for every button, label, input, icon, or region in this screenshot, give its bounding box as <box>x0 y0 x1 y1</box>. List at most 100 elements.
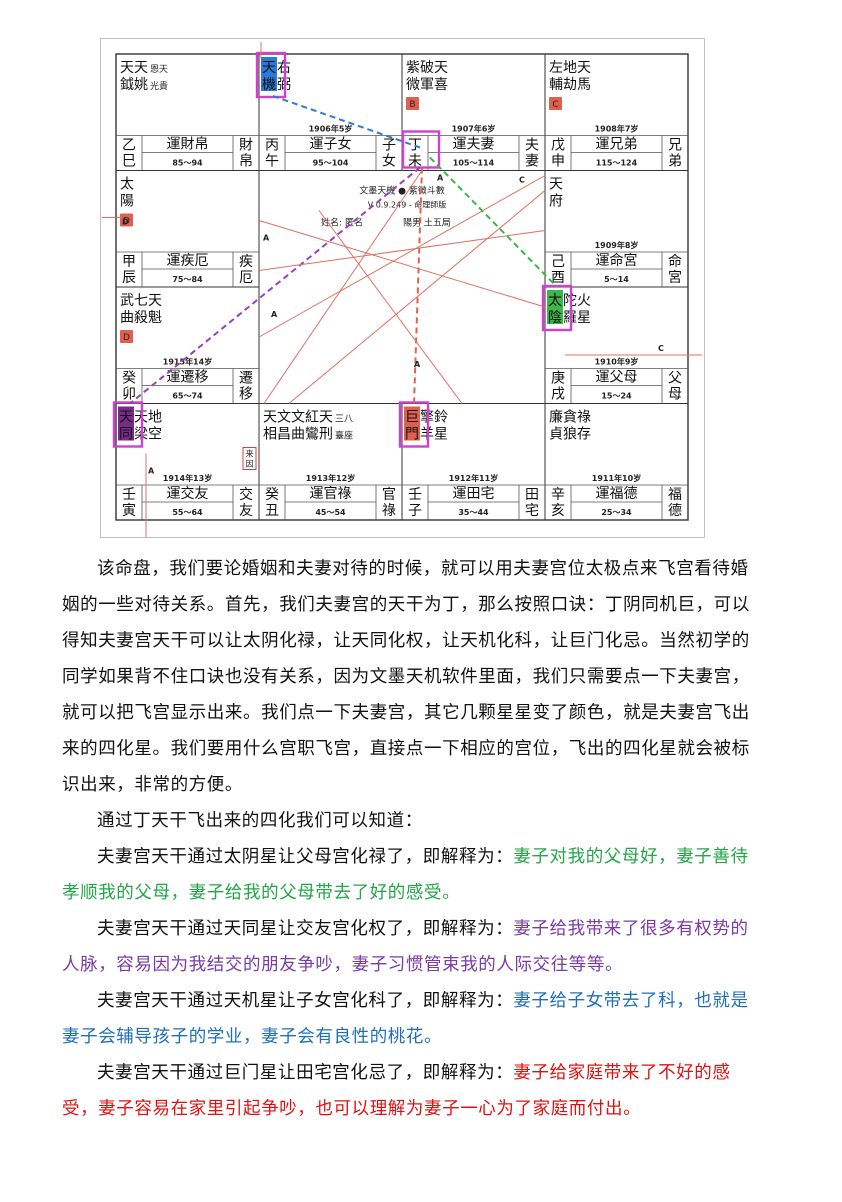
palace-age: 1907年6岁 <box>452 124 496 134</box>
palace-stem: 己 <box>551 254 565 270</box>
hualu-lead: 夫妻宫天干通过太阴星让父母宫化禄了，即解释为： <box>97 847 514 867</box>
center-software: 文墨天機 ● 紫微斗數 <box>359 185 445 197</box>
palace-branch: 卯 <box>122 387 136 403</box>
palace-name-top: 兄 <box>668 138 682 154</box>
palace-stars-top: 紫破天 <box>406 60 448 76</box>
palace-name-bottom: 德 <box>668 503 682 519</box>
palace-minor-bottom: 臺座 <box>335 430 353 442</box>
lai-yin-badge <box>242 447 257 470</box>
paragraph-huaji: 夫妻宫天干通过巨门星让田宅宫化忌了，即解释为：妻子给家庭带来了不好的感受，妻子容… <box>62 1055 762 1127</box>
palace-name-bottom: 妻 <box>525 154 539 170</box>
palace-yun: 運兄弟 <box>596 137 638 153</box>
palace-name-top: 疾 <box>239 254 253 270</box>
palace-branch: 申 <box>551 154 565 170</box>
arrow-letter: A <box>271 310 278 319</box>
paragraph-intro: 该命盘，我们要论婚姻和夫妻对待的时候，就可以用夫妻宫位太极点来飞宫看待婚姻的一些… <box>62 559 750 795</box>
palace-range: 35～44 <box>458 508 489 517</box>
palace-name-bottom: 宮 <box>668 270 682 286</box>
lai-yin-text: 因 <box>246 460 254 469</box>
palace-branch: 亥 <box>551 503 565 519</box>
taiyin-highlight-top: 太 <box>548 293 562 309</box>
self-hua-line <box>258 230 546 271</box>
sihua-badge-letter: D <box>123 333 130 343</box>
palace-name-top: 福 <box>668 487 682 503</box>
palace-stars-top: 天 <box>549 177 563 193</box>
paragraph-huake: 夫妻宫天干通过天机星让子女宫化科了，即解释为：妻子给子女带去了科，也就是妻子会辅… <box>62 983 762 1055</box>
palace-stem: 壬 <box>408 487 422 503</box>
paragraph-huaquan: 夫妻宫天干通过天同星让交友宫化权了，即解释为：妻子给我带来了很多有权势的人脉，容… <box>62 911 762 983</box>
palace-branch: 丑 <box>265 503 279 519</box>
arrow-letter: A <box>148 467 155 476</box>
palace-stars-top: 天文文紅天 <box>263 410 333 426</box>
palace-minor-top: 恩天 <box>150 64 168 75</box>
palace-name-bottom: 友 <box>239 503 253 519</box>
palace-name-top: 財 <box>239 138 253 154</box>
palace-name-bottom: 母 <box>668 387 682 403</box>
palace-yun: 運官祿 <box>310 486 352 502</box>
palace-age: 1909年8岁 <box>595 240 639 250</box>
palace-yun: 運疾厄 <box>167 253 209 269</box>
taiyin-highlight-bg <box>547 290 563 324</box>
palace-range: 85～94 <box>172 159 203 168</box>
self-hua-line <box>263 170 423 404</box>
palace-range: 55～64 <box>172 508 203 517</box>
palace-branch: 酉 <box>551 270 565 286</box>
arrow-letter: D <box>122 218 129 227</box>
palace-range: 25～34 <box>601 508 632 517</box>
palace-range: 115～124 <box>596 159 638 168</box>
palace-branch: 午 <box>265 154 279 170</box>
palace-yun: 運夫妻 <box>453 137 495 153</box>
palace-stars-bottom: 貞狼存 <box>549 427 591 443</box>
palace-minor-bottom: 光貴 <box>150 80 168 92</box>
palace-stars-top: 天天 <box>120 60 148 76</box>
palace-stem: 丙 <box>265 138 279 154</box>
palace-stem: 癸 <box>122 371 136 387</box>
arrow-letter: C <box>658 344 664 353</box>
palace-age: 1914年13岁 <box>163 473 212 483</box>
palace-stem: 庚 <box>551 371 565 387</box>
self-hua-line <box>258 175 546 338</box>
palace-name-bottom: 宅 <box>525 503 539 519</box>
palace-stem: 辛 <box>551 487 565 503</box>
sihua-badge <box>406 97 419 110</box>
palace-stars-bottom: 府 <box>549 194 563 210</box>
paragraph-hualu: 夫妻宫天干通过太阴星让父母宫化禄了，即解释为：妻子对我的父母好，妻子善待孝顺我的… <box>62 839 762 911</box>
sihua-badge <box>120 330 133 343</box>
arrow-letter: C <box>519 176 525 185</box>
jumen-highlight-bottom: 門 <box>405 427 419 443</box>
palace-age: 1908年7岁 <box>595 124 639 134</box>
palace-age: 1913年12岁 <box>306 473 355 483</box>
palace-range: 5～14 <box>604 275 629 284</box>
palace-stars-bottom: 陽 <box>120 194 134 210</box>
tianji-highlight-frame <box>255 51 287 99</box>
huaji-lead: 夫妻宫天干通过巨门星让田宅宫化忌了，即解释为： <box>97 1063 514 1083</box>
article-body: 该命盘，我们要论婚姻和夫妻对待的时候，就可以用夫妻宫位太极点来飞宫看待婚姻的一些… <box>62 551 762 1127</box>
palace-name-top: 交 <box>239 486 253 503</box>
palace-range: 75～84 <box>172 275 203 284</box>
self-hua-line <box>318 210 463 404</box>
palace-name-top: 官 <box>382 487 396 503</box>
palace-name-bottom: 弟 <box>668 154 682 170</box>
sihua-badge-letter: C <box>552 100 558 110</box>
palace-branch: 子 <box>408 503 422 519</box>
center-name: 姓名: 匿名 <box>321 217 363 229</box>
palace-name-top: 命 <box>668 253 682 270</box>
palace-stars-bottom: 相昌曲鸞刑 <box>263 427 333 443</box>
palace-yun: 運田宅 <box>453 486 495 502</box>
palace-yun: 運福德 <box>596 486 638 502</box>
hua-quan-line <box>129 166 421 405</box>
palace-name-top: 田 <box>525 487 539 503</box>
arrow-letter: A <box>437 174 444 183</box>
palace-branch: 辰 <box>122 270 136 286</box>
self-hua-line <box>258 220 546 308</box>
arrow-letter: A <box>414 360 421 369</box>
palace-stars-bottom: 曲殺魁 <box>120 310 162 326</box>
palace-name-top: 遷 <box>239 371 253 387</box>
hualu-note: 妻子对我的父母好，妻子善待孝顺我的父母，妻子给我的父母带去了好的感受。 <box>62 847 749 903</box>
palace-stars-top: 左地天 <box>549 60 591 76</box>
palace-age: 1911年10岁 <box>592 473 641 483</box>
palace-name-top: 父 <box>668 371 682 387</box>
palace-stem: 甲 <box>122 254 136 270</box>
tianji-highlight-bg <box>261 57 277 91</box>
